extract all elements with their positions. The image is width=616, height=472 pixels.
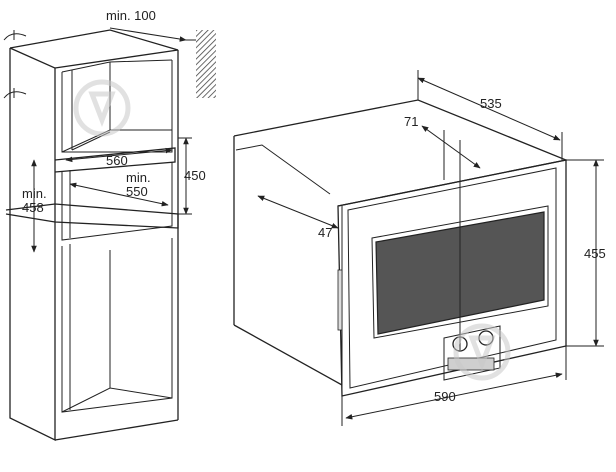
watermark-icon — [73, 79, 511, 381]
label-47: 47 — [318, 225, 332, 240]
hinge-symbol-mid — [3, 91, 27, 99]
cabinet-drawing: min. 100 560 min. 550 450 min. 458 — [3, 8, 216, 442]
label-min-458-line2: 458 — [22, 200, 44, 215]
label-590: 590 — [434, 389, 456, 404]
label-min-550-line2: 550 — [126, 184, 148, 199]
oven-window-frame — [371, 205, 549, 339]
oven-top — [233, 99, 569, 207]
niche-shelf — [5, 203, 179, 229]
label-450: 450 — [184, 168, 206, 183]
label-455: 455 — [584, 246, 606, 261]
label-min-458-line1: min. — [22, 186, 47, 201]
wall-hatch — [196, 30, 216, 98]
label-71: 71 — [404, 114, 418, 129]
label-535: 535 — [480, 96, 502, 111]
oven-panel — [347, 167, 557, 389]
cabinet-top — [9, 29, 179, 69]
cabinet-side-panel — [9, 47, 56, 442]
label-560: 560 — [106, 153, 128, 168]
hinge-symbol-top — [3, 33, 27, 41]
oven-drawing: 535 71 47 455 590 — [233, 70, 606, 426]
label-min-100: min. 100 — [106, 8, 156, 23]
label-min-550-line1: min. — [126, 170, 151, 185]
